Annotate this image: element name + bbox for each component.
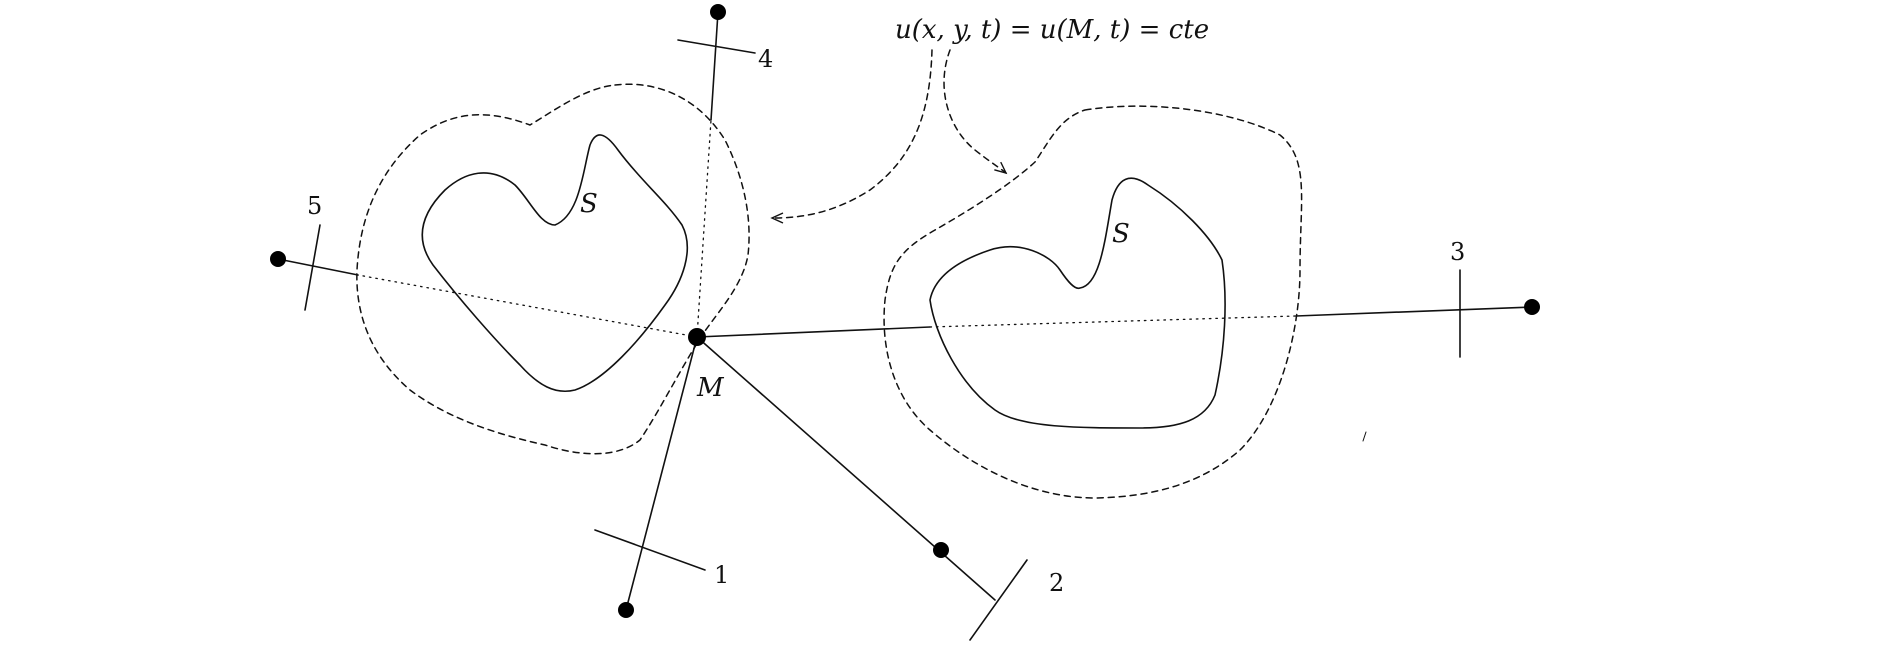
right-region-s-boundary <box>929 177 1226 429</box>
probe-5-tick <box>304 224 321 311</box>
ray-3-solid-outer <box>1295 306 1533 317</box>
probe-1-tick <box>594 529 706 571</box>
ray-3-solid-inner <box>696 326 931 338</box>
probe-4-label: 4 <box>758 45 773 73</box>
probe-3-label: 3 <box>1450 238 1465 266</box>
left-isoline-dashed <box>356 83 750 455</box>
equation-arrow-right <box>943 49 1008 175</box>
probe-2-label: 2 <box>1049 569 1064 597</box>
ray-5-solid <box>277 258 359 276</box>
probe-4-tick <box>677 39 756 54</box>
probe-1-label: 1 <box>714 561 729 589</box>
probe-5-label: 5 <box>307 192 322 220</box>
equation-label: u(x, y, t) = u(M, t) = cte <box>895 15 1209 45</box>
ray-5-dotted <box>357 274 698 338</box>
probe-5-dot <box>270 251 286 267</box>
ray-3-dotted <box>929 315 1297 328</box>
left-region-s-boundary <box>421 134 689 392</box>
probe-2-tick <box>969 559 1028 641</box>
probe-2-inner-dot <box>933 542 949 558</box>
stray-mark <box>1362 431 1367 442</box>
ray-1-solid <box>625 336 698 611</box>
ray-4-solid <box>710 11 719 121</box>
ray-4-dotted <box>696 119 712 338</box>
right-isoline-dashed <box>883 105 1303 499</box>
equation-arrow-left <box>770 49 933 224</box>
right-region-label: S <box>1112 219 1130 249</box>
probe-4-dot <box>710 4 726 20</box>
center-label: M <box>696 373 725 403</box>
left-region-label: S <box>580 189 598 219</box>
probe-1-dot <box>618 602 634 618</box>
ray-2-solid <box>696 336 996 601</box>
probe-3-dot <box>1524 299 1540 315</box>
center-point-m <box>688 328 706 346</box>
